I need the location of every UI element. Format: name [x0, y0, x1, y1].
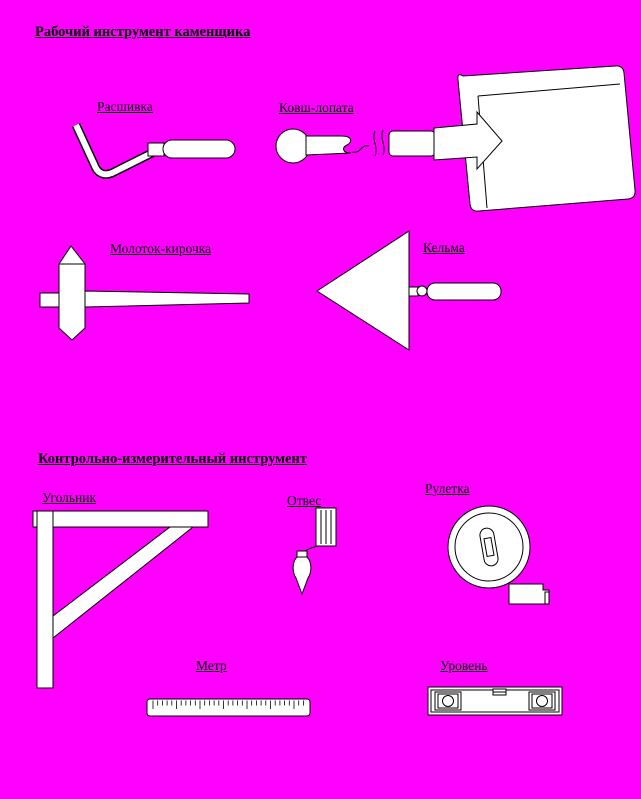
- section-title-measuring-tools: Контрольно-измерительный инструмент: [38, 451, 307, 467]
- level-drawing: [428, 687, 562, 715]
- meter-ruler-drawing: [147, 699, 310, 716]
- tape-measure-drawing: [448, 506, 549, 604]
- label-meter: Метр: [196, 658, 227, 673]
- plumb-drawing: [293, 508, 336, 594]
- meter-ruler-ticks: [153, 701, 303, 710]
- jointer-drawing: [76, 125, 235, 174]
- label-square: Угольник: [42, 490, 97, 505]
- label-level: Уровень: [440, 658, 488, 673]
- label-plumb: Отвес: [287, 493, 322, 508]
- label-hammer-pick: Молоток-кирочка: [110, 241, 212, 256]
- label-tape-measure: Рулетка: [425, 481, 470, 496]
- square-drawing: [33, 511, 208, 688]
- label-trowel: Кельма: [423, 240, 465, 255]
- hammer-pick-drawing: [40, 246, 249, 340]
- section-title-working-tools: Рабочий инструмент каменщика: [35, 24, 251, 40]
- bucket-shovel-drawing: [276, 66, 635, 211]
- trowel-drawing: [317, 231, 501, 350]
- label-jointer: Расшивка: [97, 99, 153, 114]
- label-bucket-shovel: Ковш-лопата: [279, 100, 354, 115]
